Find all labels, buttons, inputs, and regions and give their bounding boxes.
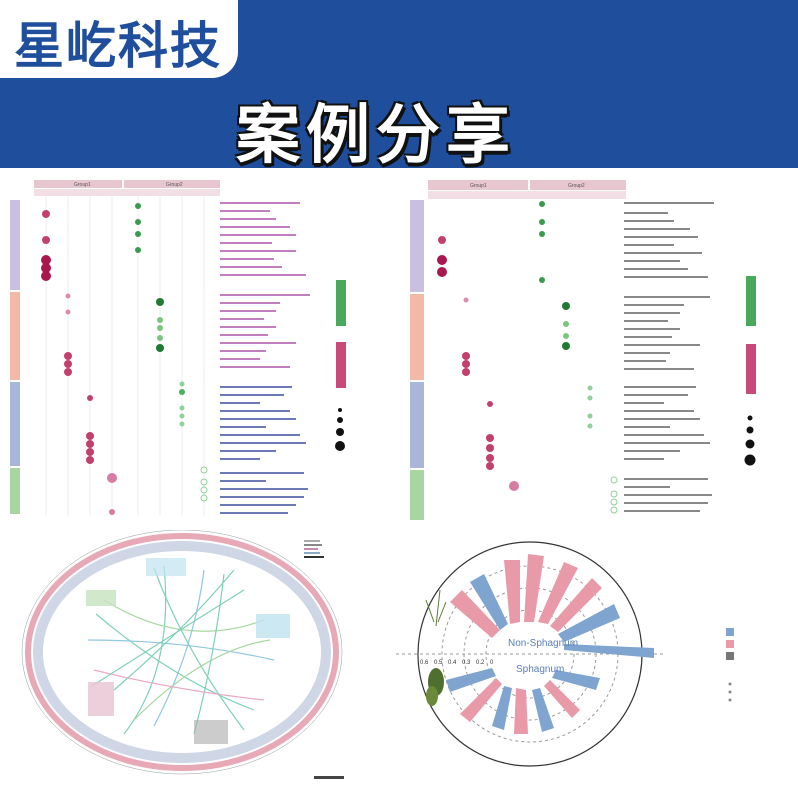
dotplot-left-legends	[335, 280, 346, 451]
banner-title: 案例分享	[236, 99, 516, 173]
circos-tracks	[86, 558, 290, 744]
scale-label-3: 0.4	[448, 660, 457, 666]
group-label-1: Group1	[74, 182, 91, 188]
logo-text: 星屹科技	[14, 17, 222, 75]
group-label-2: Group2	[166, 182, 183, 188]
dotplot-left: Group1 Group2	[10, 180, 346, 516]
dotplot-right: Group1 Group2	[410, 180, 756, 520]
scale-label-6: 0	[490, 660, 494, 666]
group-label-1: Group1	[470, 183, 487, 189]
center-label-top: Non-Sphagnum	[508, 638, 578, 649]
circos-links	[87, 565, 275, 735]
circos-panel	[4, 530, 392, 796]
scale-label-2: 0.5	[434, 660, 443, 666]
dotplot-right-panel: Group1 Group2	[408, 176, 794, 526]
plant-icon	[425, 589, 447, 706]
dotplot-right-legends	[744, 276, 756, 466]
scale-label-5: 0.2	[476, 660, 485, 666]
radial-legend	[726, 628, 734, 702]
radial-bars-bottom	[446, 668, 600, 734]
scale-label-4: 0.3	[462, 660, 471, 666]
dotplot-right-dots	[437, 201, 618, 514]
center-label-bottom: Sphagnum	[516, 664, 564, 675]
radial-chart: Non-Sphagnum Sphagnum 0.6 0.5 0.4 0.3 0.…	[396, 541, 734, 767]
radial-scale-labels: 0.6 0.5 0.4 0.3 0.2 0	[420, 660, 494, 666]
dotplot-right-term-labels	[624, 202, 714, 512]
circos-plot	[21, 530, 344, 779]
group-label-2: Group2	[568, 183, 585, 189]
dotplot-left-panel: Group1 Group2	[6, 176, 398, 526]
radial-panel: Non-Sphagnum Sphagnum 0.6 0.5 0.4 0.3 0.…	[396, 530, 796, 796]
banner: 星屹科技 案例分享	[0, 0, 798, 173]
logo: 星屹科技	[0, 0, 238, 78]
dotplot-left-term-labels	[220, 202, 310, 514]
radial-bars-top	[450, 554, 654, 658]
dotplot-left-dots	[41, 203, 208, 515]
scale-label-1: 0.6	[420, 660, 429, 666]
